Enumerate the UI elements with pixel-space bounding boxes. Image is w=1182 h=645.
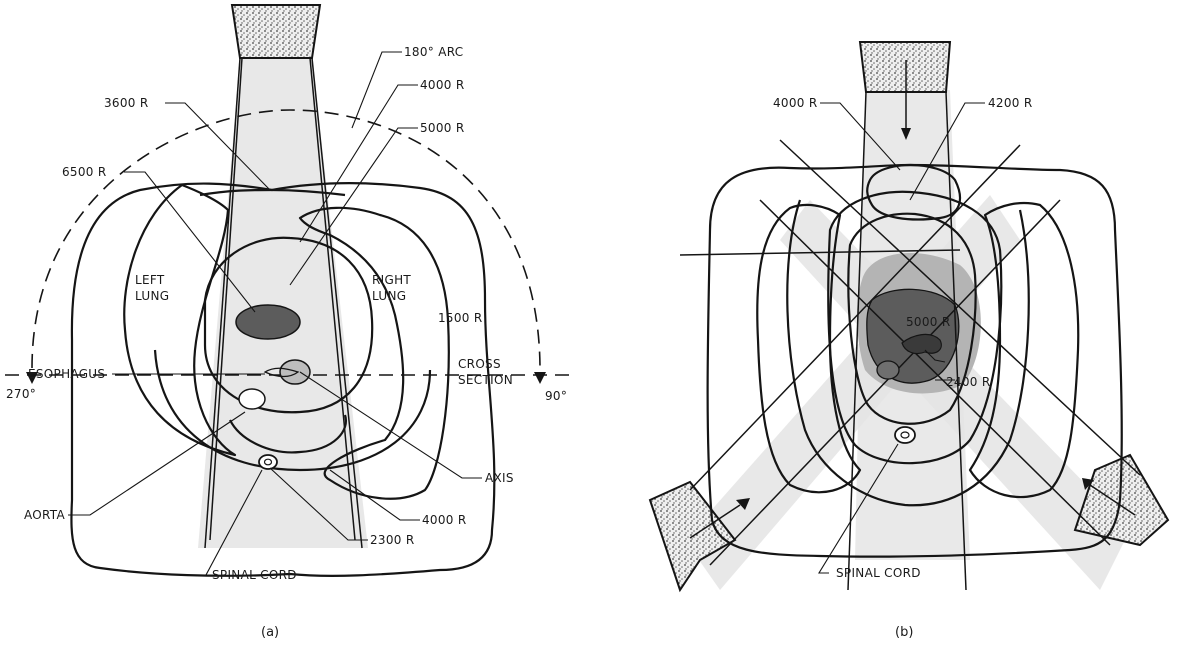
label-b-2400r: 2400 R <box>946 375 991 389</box>
label-left-lung-2: LUNG <box>135 289 169 303</box>
panel-a: 180° ARC 4000 R 3600 R 5000 R 6500 R LEF… <box>5 5 570 640</box>
label-5000r: 5000 R <box>420 121 465 135</box>
aorta-a <box>239 389 265 409</box>
label-2300r: 2300 R <box>370 533 415 547</box>
label-b-4000r: 4000 R <box>773 96 818 110</box>
label-6500r: 6500 R <box>62 165 107 179</box>
label-90: 90° <box>545 389 567 403</box>
label-aorta: AORTA <box>24 508 66 522</box>
label-spinal-cord-a: SPINAL CORD <box>212 568 297 582</box>
label-esophagus: ESOPHAGUS <box>28 367 105 381</box>
label-270: 270° <box>6 387 36 401</box>
label-cross-section-2: SECTION <box>458 373 513 387</box>
label-axis: AXIS <box>485 471 514 485</box>
esophagus-a <box>280 360 310 384</box>
source-head-a <box>232 5 320 58</box>
label-3600r: 3600 R <box>104 96 149 110</box>
panel-b: 4000 R 4200 R 5000 R 2400 R SPINAL CORD … <box>650 42 1168 640</box>
label-cross-section-1: CROSS <box>458 357 501 371</box>
label-right-lung-2: LUNG <box>372 289 406 303</box>
source-head-b-top <box>860 42 950 92</box>
label-1500r: 1500 R <box>438 311 483 325</box>
label-4000r-top: 4000 R <box>420 78 465 92</box>
label-cross-section: CROSS SECTION <box>458 357 513 387</box>
label-right-lung-1: RIGHT <box>372 273 411 287</box>
caption-b: (b) <box>895 625 913 640</box>
tumor-a <box>236 305 300 339</box>
label-left-lung: LEFT LUNG <box>135 273 169 303</box>
label-right-lung: RIGHT LUNG <box>372 273 415 303</box>
arc-arrow-right <box>534 372 546 384</box>
label-180-arc: 180° ARC <box>404 45 463 59</box>
label-b-5000r: 5000 R <box>906 315 951 329</box>
label-b-4200r: 4200 R <box>988 96 1033 110</box>
spinal-cord-a-inner <box>265 459 272 465</box>
spinal-cord-b-inner <box>901 432 909 438</box>
beam-a-field <box>198 58 368 548</box>
label-4000r-bottom: 4000 R <box>422 513 467 527</box>
label-left-lung-1: LEFT <box>135 273 165 287</box>
caption-a: (a) <box>261 625 279 640</box>
aorta-b <box>877 361 899 379</box>
label-spinal-cord-b: SPINAL CORD <box>836 566 921 580</box>
